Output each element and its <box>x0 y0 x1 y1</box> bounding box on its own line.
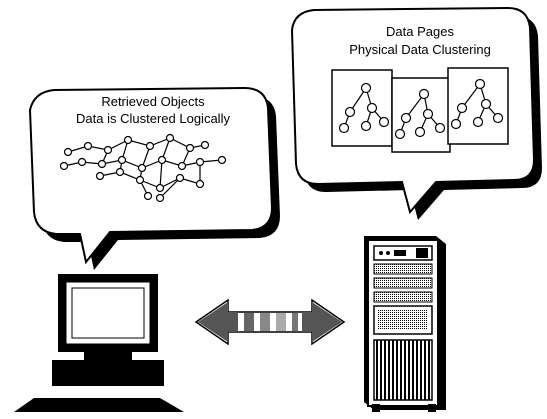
graph-node <box>59 161 69 171</box>
graph-node <box>195 157 205 167</box>
double-arrow-icon <box>194 298 346 346</box>
graph-node <box>185 143 195 153</box>
graph-node <box>157 155 167 165</box>
tree-icon <box>450 78 504 130</box>
left-speech-bubble <box>28 86 280 270</box>
graph-node <box>95 171 105 181</box>
graph-node <box>77 157 87 167</box>
graph-node <box>97 159 107 169</box>
graph-node <box>200 140 210 150</box>
data-page-1 <box>331 69 393 147</box>
tree-icon <box>338 82 390 134</box>
graph-node <box>145 141 155 151</box>
graph-node <box>83 141 93 151</box>
tree-icon <box>394 88 446 140</box>
object-graph <box>59 133 227 203</box>
data-page-2 <box>391 77 451 153</box>
graph-node <box>137 163 147 173</box>
desktop-computer-icon <box>14 274 184 412</box>
right-bubble-title: Data Pages <box>386 24 454 39</box>
left-bubble-subtitle: Data is Clustered Logically <box>76 111 230 126</box>
graph-node <box>165 133 175 143</box>
graph-node <box>177 161 187 171</box>
server-tower-icon <box>364 236 446 412</box>
graph-node <box>155 193 165 203</box>
graph-node <box>115 167 125 177</box>
graph-node <box>103 145 113 155</box>
data-page-3 <box>447 67 509 145</box>
graph-node <box>155 183 165 193</box>
graph-node <box>175 173 185 183</box>
graph-node <box>123 135 133 145</box>
right-bubble-subtitle: Physical Data Clustering <box>349 42 491 57</box>
graph-node <box>63 147 73 157</box>
graph-node <box>195 179 205 189</box>
left-bubble-title: Retrieved Objects <box>101 94 205 109</box>
graph-node <box>135 175 145 185</box>
graph-node <box>117 155 127 165</box>
graph-node <box>217 155 227 165</box>
graph-node <box>143 191 153 201</box>
